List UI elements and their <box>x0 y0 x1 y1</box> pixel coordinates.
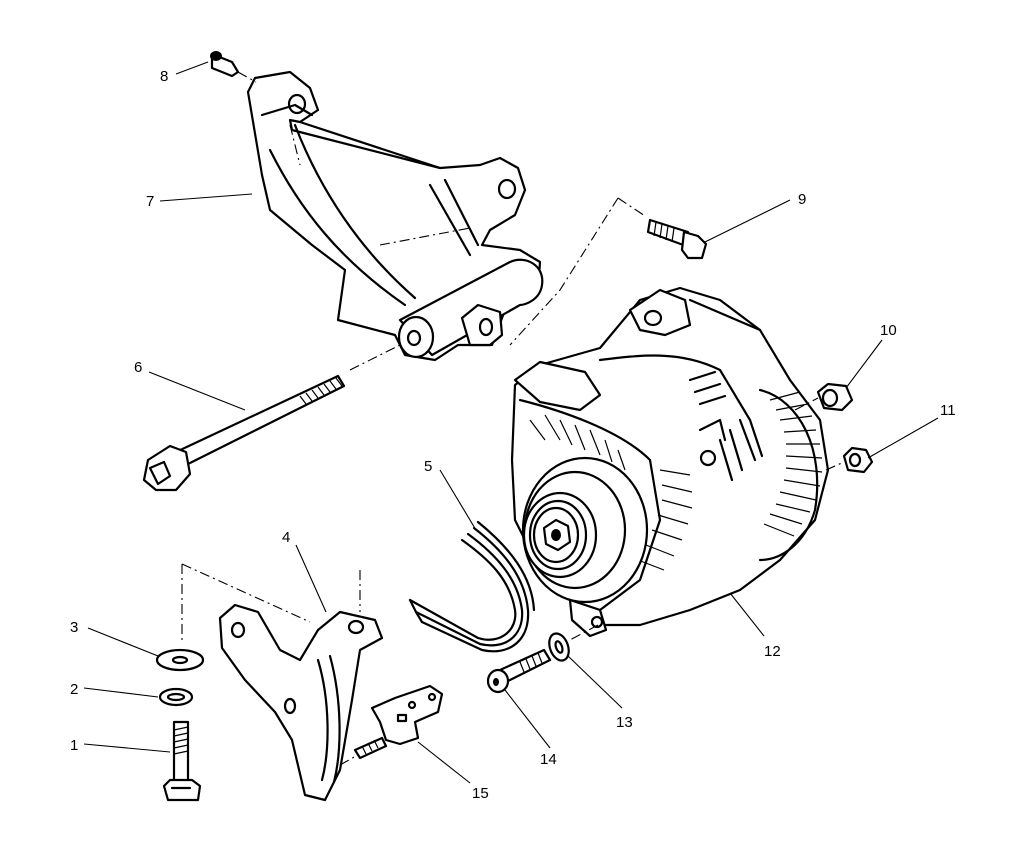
alternator-12 <box>510 286 830 641</box>
mounting-bracket <box>246 70 544 362</box>
drive-belt-5 <box>408 520 536 653</box>
adjusting-bracket-4 <box>181 563 384 802</box>
bolt-9 <box>509 197 708 346</box>
spring-washer-2 <box>158 687 194 707</box>
washer-3 <box>155 648 205 672</box>
callout-11: 11 <box>940 402 956 419</box>
callout-2: 2 <box>70 681 78 698</box>
bolt-1 <box>162 720 202 802</box>
callout-14: 14 <box>540 751 557 768</box>
long-bolt-6 <box>142 344 401 492</box>
bolt-14 <box>486 648 552 694</box>
callout-13: 13 <box>616 714 633 731</box>
washer-13 <box>548 632 570 662</box>
callout-1: 1 <box>70 737 78 754</box>
callout-15: 15 <box>472 785 489 802</box>
nut-10 <box>794 382 854 412</box>
callout-7: 7 <box>146 193 154 210</box>
leader-lines <box>83 61 939 784</box>
callout-6: 6 <box>134 359 142 376</box>
tensioner-15 <box>339 684 444 766</box>
callout-3: 3 <box>70 619 78 636</box>
bush-8 <box>210 51 257 83</box>
callout-5: 5 <box>424 458 432 475</box>
nut-11 <box>825 446 874 474</box>
callout-12: 12 <box>764 643 781 660</box>
callout-10: 10 <box>880 322 897 339</box>
callout-9: 9 <box>798 191 806 208</box>
callout-8: 8 <box>160 68 168 85</box>
callout-labels: 8 7 6 9 10 11 5 4 3 2 1 12 13 14 15 <box>70 68 956 802</box>
callout-4: 4 <box>282 529 290 546</box>
